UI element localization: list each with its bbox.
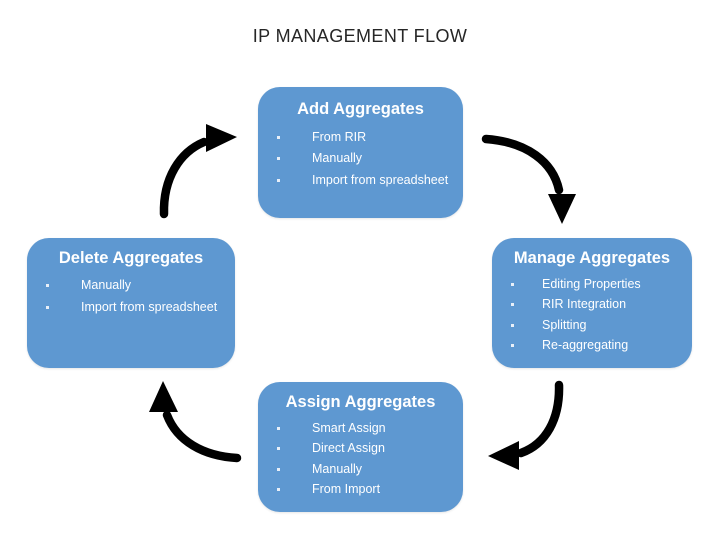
list-item-label: Manually bbox=[81, 277, 132, 292]
list-item: Re-aggregating bbox=[500, 339, 684, 352]
bullet-icon bbox=[511, 323, 514, 327]
arrow-assign-to-delete bbox=[149, 381, 242, 463]
bullet-icon bbox=[277, 178, 280, 182]
list-item: Manually bbox=[35, 279, 227, 292]
bullet-icon bbox=[511, 282, 514, 286]
node-add-aggregates-title: Add Aggregates bbox=[297, 100, 424, 118]
node-delete-aggregates-title: Delete Aggregates bbox=[58, 249, 204, 267]
list-item: Import from spreadsheet bbox=[35, 301, 227, 314]
list-item-label: RIR Integration bbox=[542, 297, 627, 312]
arrow-add-to-manage bbox=[481, 134, 576, 224]
list-item: Manually bbox=[266, 463, 455, 476]
list-item-label: Smart Assign bbox=[312, 420, 386, 435]
page-title: IP MANAGEMENT FLOW bbox=[252, 26, 468, 46]
list-item: RIR Integration bbox=[500, 298, 684, 311]
node-assign-aggregates-list: Smart Assign Direct Assign Manually From… bbox=[266, 422, 455, 496]
node-add-aggregates[interactable]: Add Aggregates From RIR Manually Import … bbox=[258, 87, 463, 218]
list-item-label: Splitting bbox=[542, 317, 587, 332]
list-item: Smart Assign bbox=[266, 422, 455, 435]
list-item: From Import bbox=[266, 483, 455, 496]
node-manage-aggregates-list: Editing Properties RIR Integration Split… bbox=[500, 278, 684, 352]
list-item-label: Manually bbox=[312, 151, 363, 166]
node-delete-aggregates-list: Manually Import from spreadsheet bbox=[35, 279, 227, 314]
bullet-icon bbox=[277, 488, 280, 492]
list-item: Splitting bbox=[500, 319, 684, 332]
list-item-label: Manually bbox=[312, 461, 363, 476]
bullet-icon bbox=[46, 283, 49, 287]
bullet-icon bbox=[277, 426, 280, 430]
list-item-label: From Import bbox=[312, 482, 381, 497]
bullet-icon bbox=[46, 306, 49, 310]
list-item: Import from spreadsheet bbox=[266, 174, 455, 187]
list-item-label: Import from spreadsheet bbox=[81, 300, 218, 315]
arrow-delete-to-add bbox=[159, 124, 237, 219]
node-manage-aggregates[interactable]: Manage Aggregates Editing Properties RIR… bbox=[492, 238, 692, 368]
list-item: From RIR bbox=[266, 131, 455, 144]
node-assign-aggregates-title: Assign Aggregates bbox=[285, 393, 436, 411]
list-item-label: Direct Assign bbox=[312, 441, 385, 456]
bullet-icon bbox=[277, 135, 280, 139]
list-item: Manually bbox=[266, 152, 455, 165]
bullet-icon bbox=[277, 467, 280, 471]
list-item-label: Import from spreadsheet bbox=[312, 172, 449, 187]
bullet-icon bbox=[277, 157, 280, 161]
list-item: Editing Properties bbox=[500, 278, 684, 291]
node-assign-aggregates[interactable]: Assign Aggregates Smart Assign Direct As… bbox=[258, 382, 463, 512]
node-add-aggregates-list: From RIR Manually Import from spreadshee… bbox=[266, 131, 455, 187]
arrow-manage-to-assign bbox=[488, 380, 564, 470]
node-delete-aggregates[interactable]: Delete Aggregates Manually Import from s… bbox=[27, 238, 235, 368]
list-item: Direct Assign bbox=[266, 442, 455, 455]
node-manage-aggregates-title: Manage Aggregates bbox=[513, 249, 671, 267]
list-item-label: Editing Properties bbox=[542, 276, 641, 291]
list-item-label: Re-aggregating bbox=[542, 338, 629, 353]
list-item-label: From RIR bbox=[312, 129, 367, 144]
bullet-icon bbox=[277, 447, 280, 451]
bullet-icon bbox=[511, 344, 514, 348]
bullet-icon bbox=[511, 303, 514, 307]
